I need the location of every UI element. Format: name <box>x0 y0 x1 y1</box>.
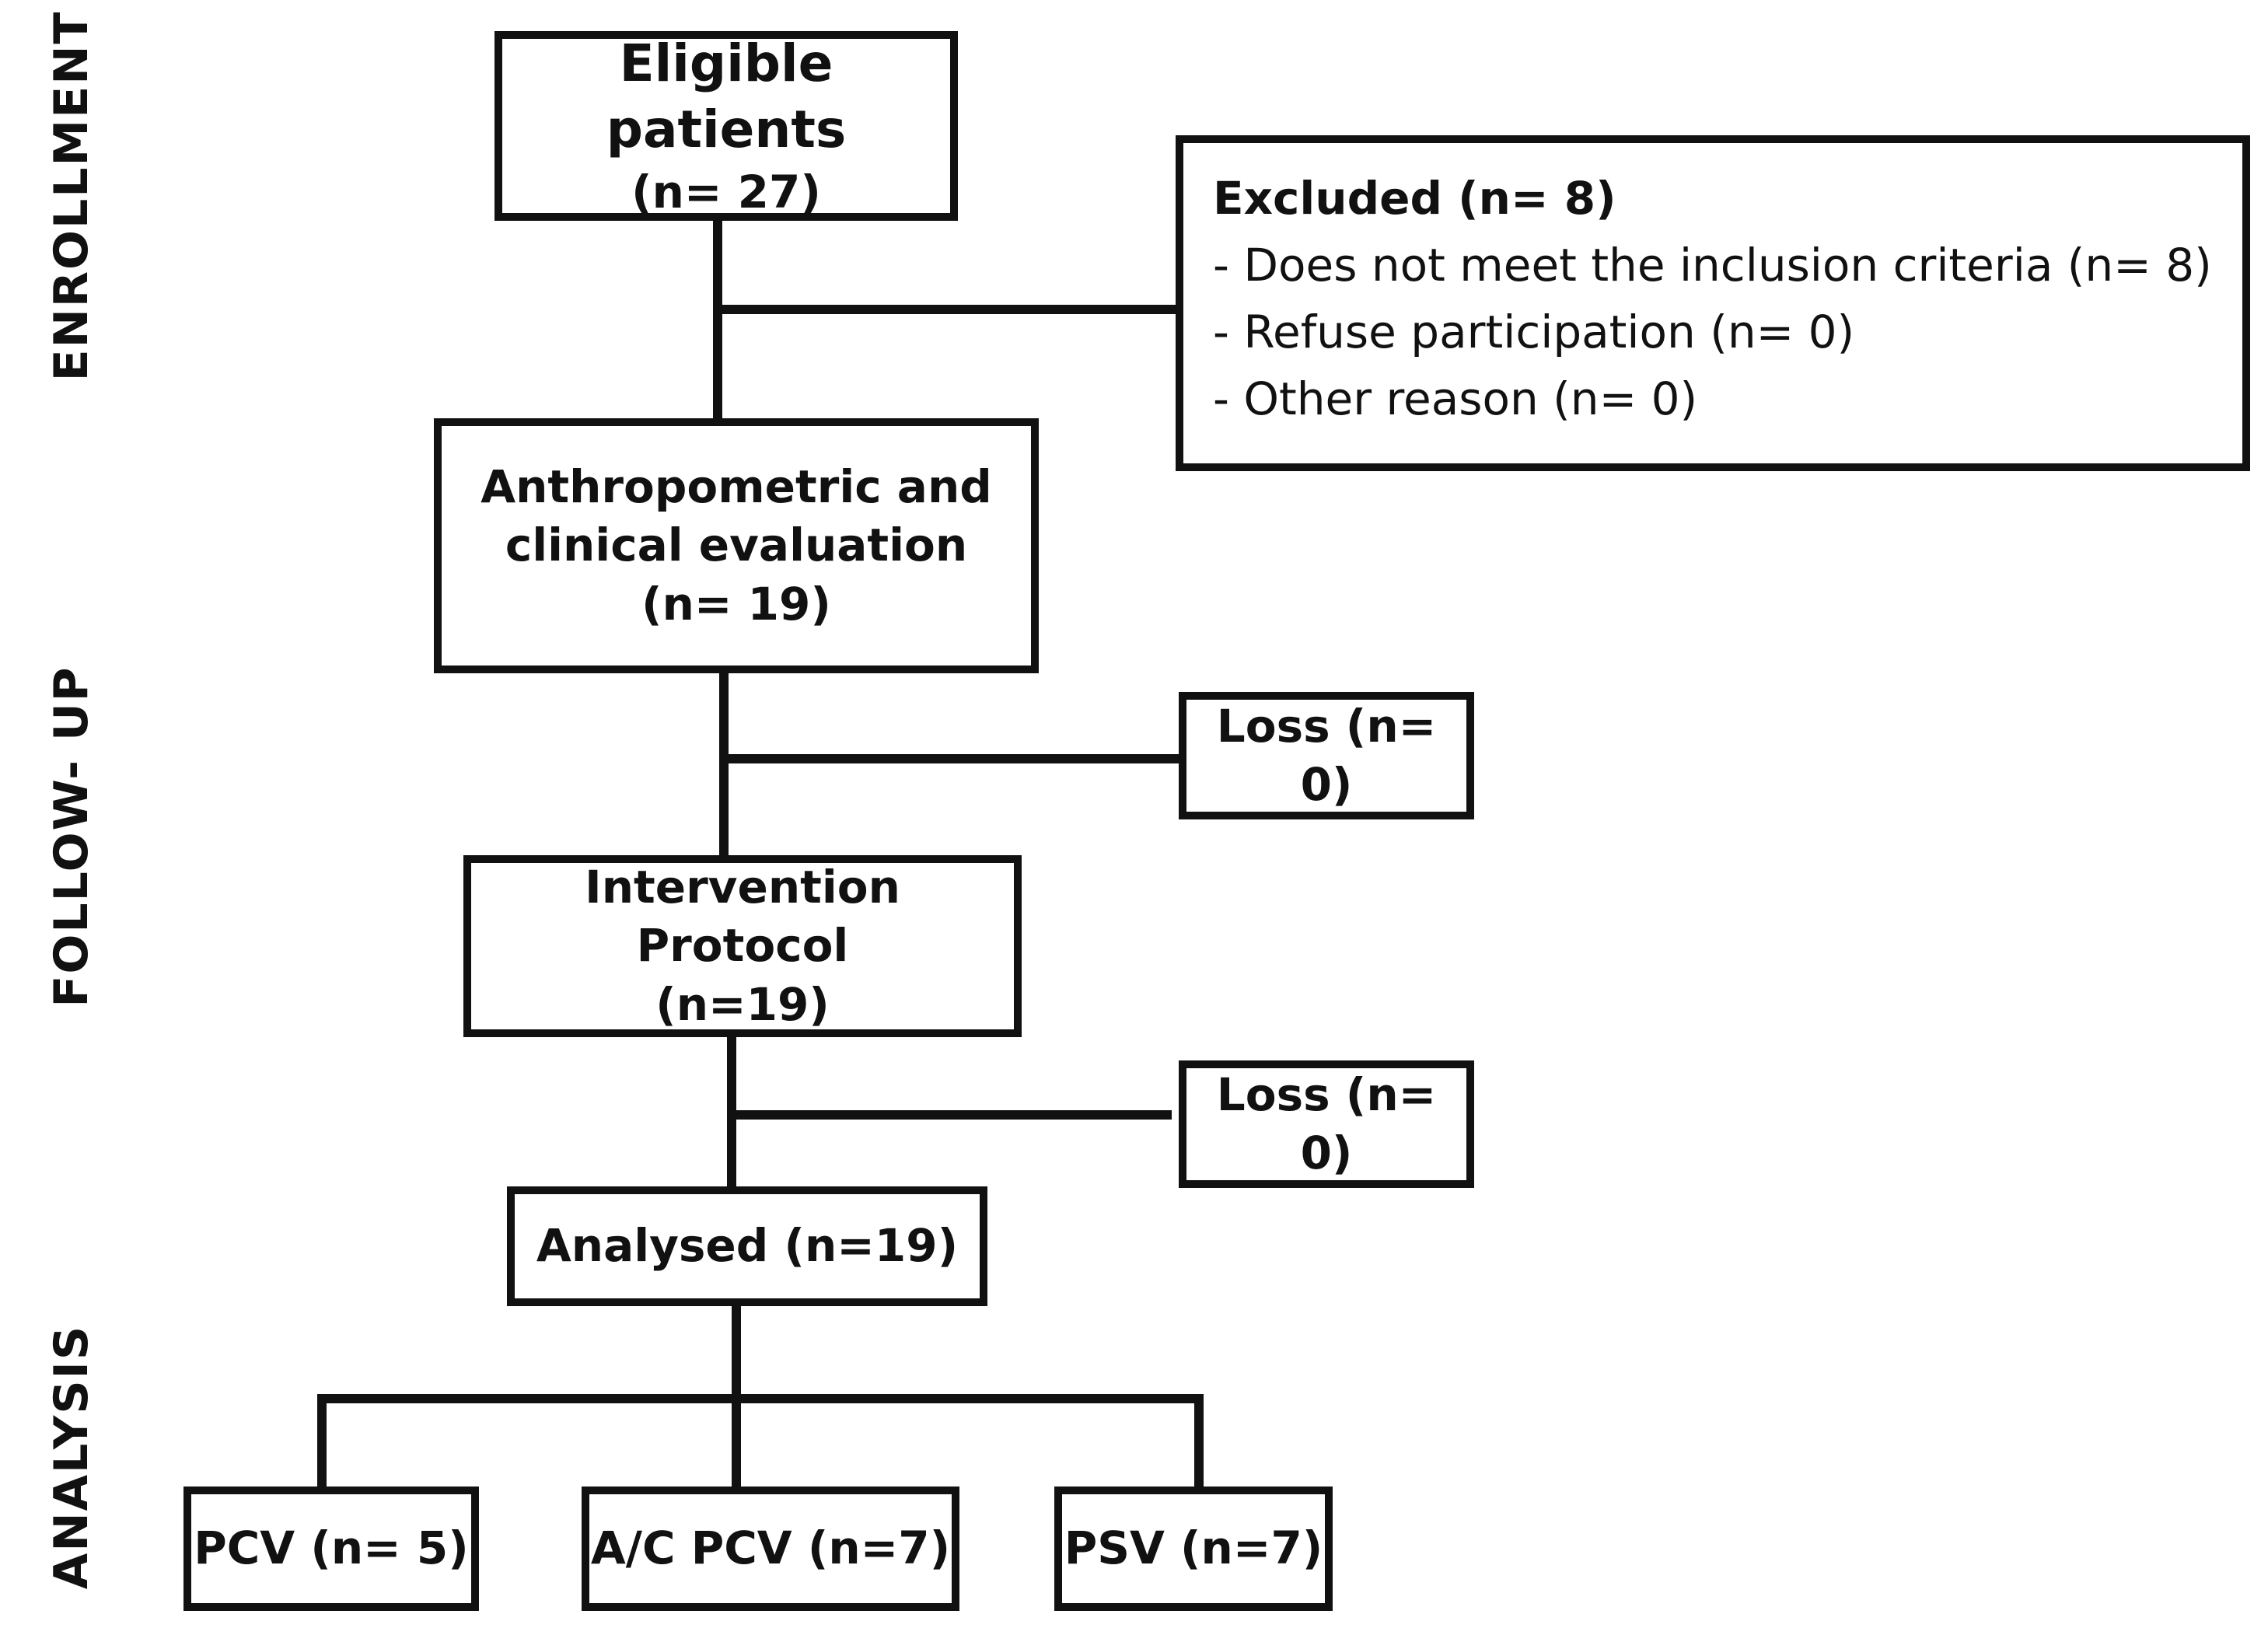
group-pcv-box: PCV (n= 5) <box>183 1487 479 1611</box>
connector-to-excluded <box>713 305 1179 314</box>
excluded-reason-inclusion: - Does not meet the inclusion criteria (… <box>1213 239 2212 292</box>
phase-label-analysis: ANALYSIS <box>44 1324 99 1590</box>
analysed-label: Analysed (n=19) <box>536 1219 959 1273</box>
excluded-reason-refuse: - Refuse participation (n= 0) <box>1213 306 1855 358</box>
intervention-protocol-title: Intervention Protocol <box>585 860 900 973</box>
phase-label-enrollment: ENROLLMENT <box>44 10 99 382</box>
group-psv-box: PSV (n=7) <box>1054 1487 1333 1611</box>
connector-to-loss-1 <box>719 754 1183 763</box>
phase-label-follow-up: FOLLOW- UP <box>44 666 99 1008</box>
group-pcv-label: PCV (n= 5) <box>194 1521 469 1575</box>
eligible-patients-count: (n= 27) <box>631 166 821 219</box>
group-psv-label: PSV (n=7) <box>1064 1521 1323 1575</box>
excluded-reason-other: - Other reason (n= 0) <box>1213 372 1698 425</box>
loss-label-2: Loss (n= 0) <box>1216 1067 1437 1179</box>
loss-label-1: Loss (n= 0) <box>1216 699 1437 811</box>
evaluation-count: (n= 19) <box>641 577 831 631</box>
evaluation-box: Anthropometric and clinical evaluation (… <box>434 418 1039 673</box>
loss-box-1: Loss (n= 0) <box>1179 692 1474 819</box>
eligible-patients-title: Eligible patients <box>606 33 847 160</box>
group-ac-pcv-label: A/C PCV (n=7) <box>590 1521 951 1575</box>
connector-groups-horizontal <box>317 1394 1204 1403</box>
group-ac-pcv-box: A/C PCV (n=7) <box>582 1487 959 1611</box>
eligible-patients-box: Eligible patients (n= 27) <box>494 31 958 221</box>
loss-box-2: Loss (n= 0) <box>1179 1060 1474 1188</box>
evaluation-line-2: clinical evaluation <box>505 519 968 572</box>
intervention-protocol-count: (n=19) <box>655 977 830 1031</box>
analysed-box: Analysed (n=19) <box>507 1186 987 1306</box>
connector-eligible-to-evaluation <box>713 218 722 421</box>
connector-to-group-psv <box>1194 1394 1204 1491</box>
connector-evaluation-to-intervention <box>719 670 729 865</box>
excluded-title: Excluded (n= 8) <box>1213 172 1616 225</box>
evaluation-line-1: Anthropometric and <box>481 459 992 513</box>
intervention-protocol-box: Intervention Protocol (n=19) <box>463 855 1022 1037</box>
excluded-box: Excluded (n= 8) - Does not meet the incl… <box>1176 135 2250 471</box>
connector-to-group-pcv <box>317 1394 327 1491</box>
connector-to-loss-2 <box>727 1110 1172 1120</box>
